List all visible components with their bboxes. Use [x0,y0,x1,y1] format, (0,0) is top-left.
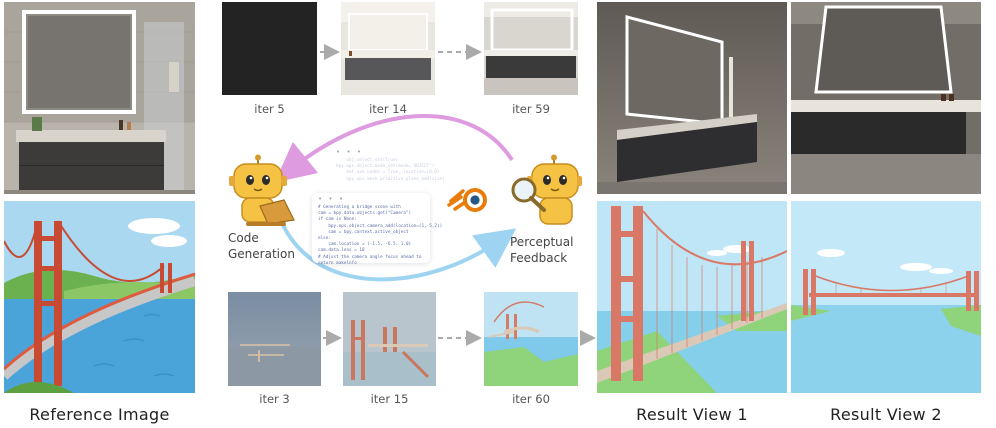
iter-label-top-2: iter 14 [369,102,407,116]
reference-bathroom-image [4,2,195,194]
code-line: bpy.ops.object.camera_add(location=(1,-5… [318,223,443,229]
iter-label-top-1: iter 5 [254,102,285,116]
code-line: cam.data.lens = 18 [318,248,365,254]
code-line: else: [318,236,331,242]
code-line: cam = bpy.data.objects.get("Camera") [318,211,412,217]
perceptual-feedback-label: Perceptual Feedback [510,235,574,265]
reference-bridge-image [4,201,195,393]
result-view-2-label: Result View 2 [830,405,942,424]
iter-thumb-bottom-2 [343,292,436,386]
iter-label-bottom-1: iter 3 [259,392,290,406]
result-view-2-bathroom [791,2,981,194]
iter-thumb-top-1 [222,2,317,95]
arrow-generation-blue [281,224,517,282]
reference-image-label: Reference Image [29,405,170,424]
result-view-1-bathroom [597,2,787,194]
code-line: if cam is None: [318,217,357,223]
iter-thumb-bottom-1 [228,292,321,386]
arrow-feedback-pink [274,113,514,183]
code-panel-back: • • • obj.select_set(True) bpy.ops.objec… [330,146,460,186]
iter-label-top-3: iter 59 [512,102,550,116]
code-line: # Generating a bridge scene with [318,205,401,210]
code-line-faint: bpy.ops.mesh.primitive_plane_add(size) [336,176,445,182]
code-generation-label: Code Generation [228,231,295,261]
iter-thumb-top-3 [484,2,578,95]
code-line: # Adjust the camera angle focus ahead to [318,254,422,260]
blender-logo-icon [447,188,487,212]
code-line: return makelnfo [318,260,357,266]
iter-label-bottom-3: iter 60 [512,392,550,406]
code-line-faint: obj.select_set(True) [336,158,399,163]
code-panel-dots: • • • [318,195,345,203]
iter-thumb-top-2 [341,2,435,95]
robot-inspector-icon [511,154,582,225]
code-line: cam.location = (-1.5, -6.5, 1.0) [318,242,412,248]
result-view-2-bridge [791,201,981,393]
iter-thumb-bottom-3 [484,292,578,386]
result-view-1-label: Result View 1 [636,405,748,424]
code-line-faint: bpy.ops.object.mode_set(mode='OBJECT') [336,164,435,170]
code-line-faint: mat.use_nodes = True, location=(0,0) [336,170,440,176]
code-panel-dots-back: • • • [336,148,363,156]
robot-coder-icon [229,154,295,226]
code-panel-front: • • • # Generating a bridge scene with c… [312,193,443,266]
iter-label-bottom-2: iter 15 [370,392,409,406]
result-view-1-bridge [597,201,787,393]
code-line: cam = bpy.context.active_object [318,229,409,235]
